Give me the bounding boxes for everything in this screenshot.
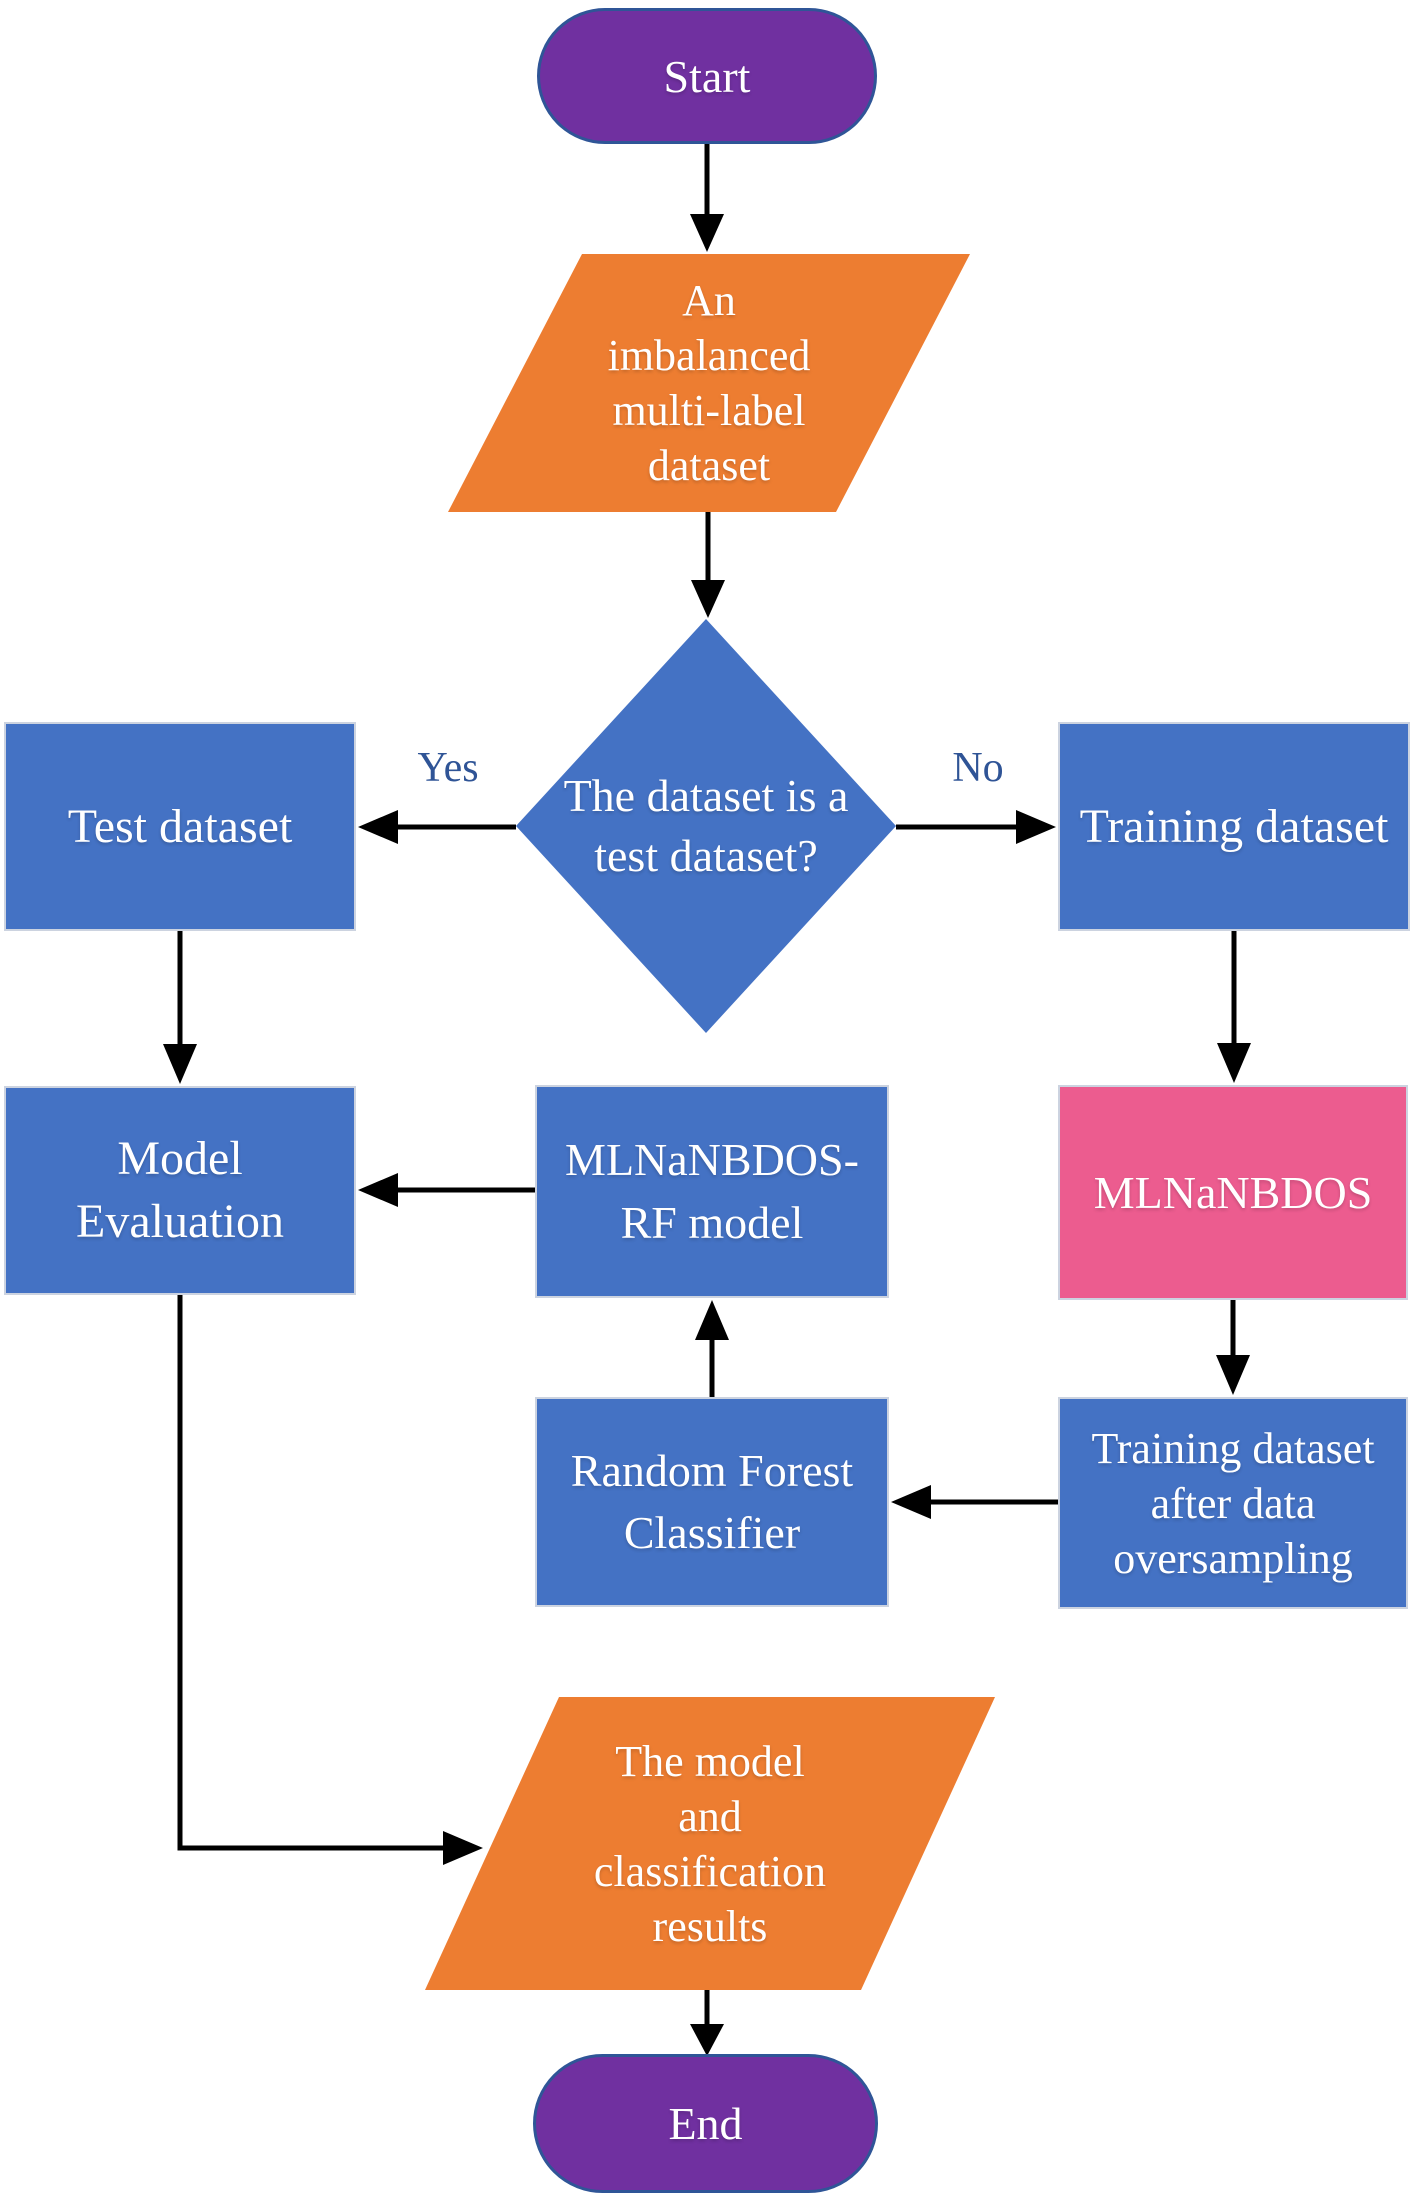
test-dataset-label: Test dataset xyxy=(67,800,293,853)
mlnanbdos-rf-model-label: MLNaNBDOS- RF model xyxy=(565,1134,859,1248)
model-evaluation-label: Model Evaluation xyxy=(76,1132,284,1248)
arrow-mlrf-to-modeleval xyxy=(358,1173,535,1207)
no-edge-label: No xyxy=(952,745,1004,791)
arrow-output-to-end xyxy=(690,1990,724,2056)
mlnanbdos-node: MLNaNBDOS xyxy=(1058,1085,1408,1300)
arrow-decision-to-test xyxy=(358,810,516,844)
oversampled-training-dataset-node: Training dataset after data oversampling xyxy=(1058,1397,1408,1609)
training-dataset-label: Training dataset xyxy=(1079,800,1389,853)
decision-label: The dataset is a test dataset? xyxy=(563,770,849,881)
arrow-decision-to-training xyxy=(896,810,1056,844)
start-label: Start xyxy=(663,50,751,102)
input-dataset-parallelogram: An imbalanced multi-label dataset xyxy=(448,254,970,512)
arrow-modeleval-to-output xyxy=(177,1295,483,1865)
test-dataset-node: Test dataset xyxy=(4,722,356,931)
output-results-label: The model and classification results xyxy=(593,1736,827,1951)
end-label: End xyxy=(668,2098,743,2149)
random-forest-classifier-node: Random Forest Classifier xyxy=(535,1397,889,1607)
arrow-start-to-input xyxy=(690,144,724,252)
output-results-parallelogram: The model and classification results xyxy=(425,1697,995,1990)
input-dataset-label: An imbalanced multi-label dataset xyxy=(607,276,811,490)
arrow-mlnanbdos-to-oversampled xyxy=(1216,1300,1250,1395)
mlnanbdos-rf-model-node: MLNaNBDOS- RF model xyxy=(535,1085,889,1298)
model-evaluation-node: Model Evaluation xyxy=(4,1086,356,1295)
arrow-training-to-mlnanbdos xyxy=(1217,931,1251,1083)
yes-edge-label: Yes xyxy=(417,745,479,791)
arrow-oversampled-to-rf xyxy=(891,1485,1058,1519)
oversampled-training-dataset-label: Training dataset after data oversampling xyxy=(1091,1423,1375,1583)
random-forest-classifier-label: Random Forest Classifier xyxy=(570,1444,854,1558)
arrow-test-to-modeleval xyxy=(163,931,197,1084)
arrow-rf-to-mlrf xyxy=(695,1300,729,1397)
mlnanbdos-label: MLNaNBDOS xyxy=(1093,1167,1373,1218)
end-node: End xyxy=(533,2054,878,2193)
training-dataset-node: Training dataset xyxy=(1058,722,1410,931)
decision-diamond: The dataset is a test dataset? xyxy=(516,619,896,1033)
start-node: Start xyxy=(537,8,877,144)
arrow-input-to-decision xyxy=(691,512,725,618)
